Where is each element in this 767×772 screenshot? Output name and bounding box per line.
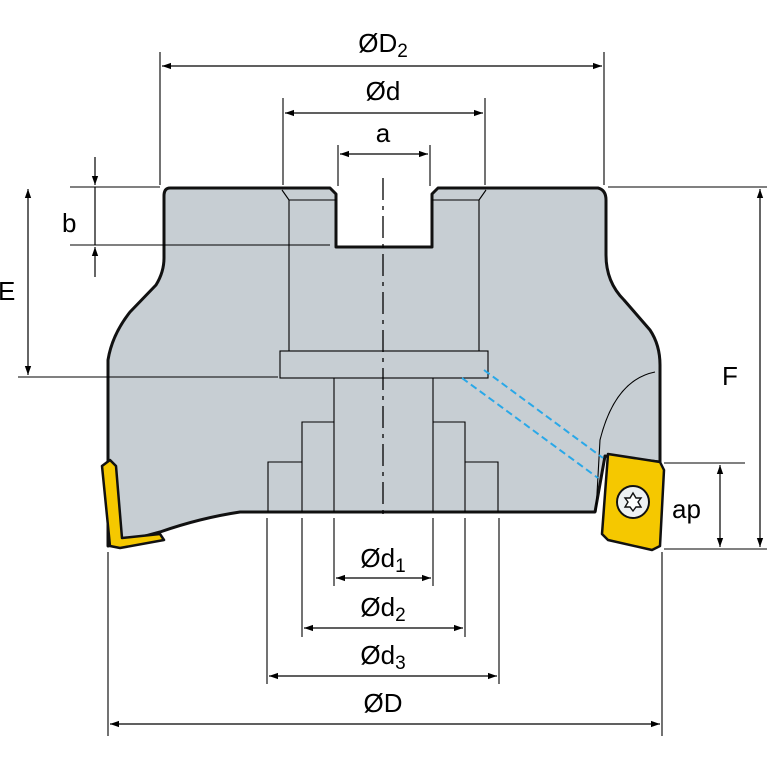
label-b: b (62, 208, 76, 238)
label-D: ØD (364, 688, 403, 718)
label-d3: Ød3 (360, 640, 405, 674)
coolant-channel (461, 369, 604, 479)
label-d1: Ød1 (360, 543, 405, 577)
label-a: a (376, 118, 391, 148)
chip-pocket-edge (595, 371, 656, 513)
upper-bore (281, 189, 487, 351)
cutting-insert-left (100, 458, 166, 550)
cutter-body (106, 186, 662, 548)
label-E: E (0, 276, 15, 306)
lower-bore-steps (267, 378, 499, 512)
bore-collar (279, 350, 489, 379)
torx-screw-icon (616, 485, 650, 519)
label-d: Ød (366, 76, 401, 106)
extension-lines (18, 52, 767, 736)
label-D2: ØD2 (358, 28, 408, 62)
label-F: F (722, 361, 738, 391)
label-ap: ap (672, 494, 701, 524)
label-d2: Ød2 (360, 592, 405, 626)
